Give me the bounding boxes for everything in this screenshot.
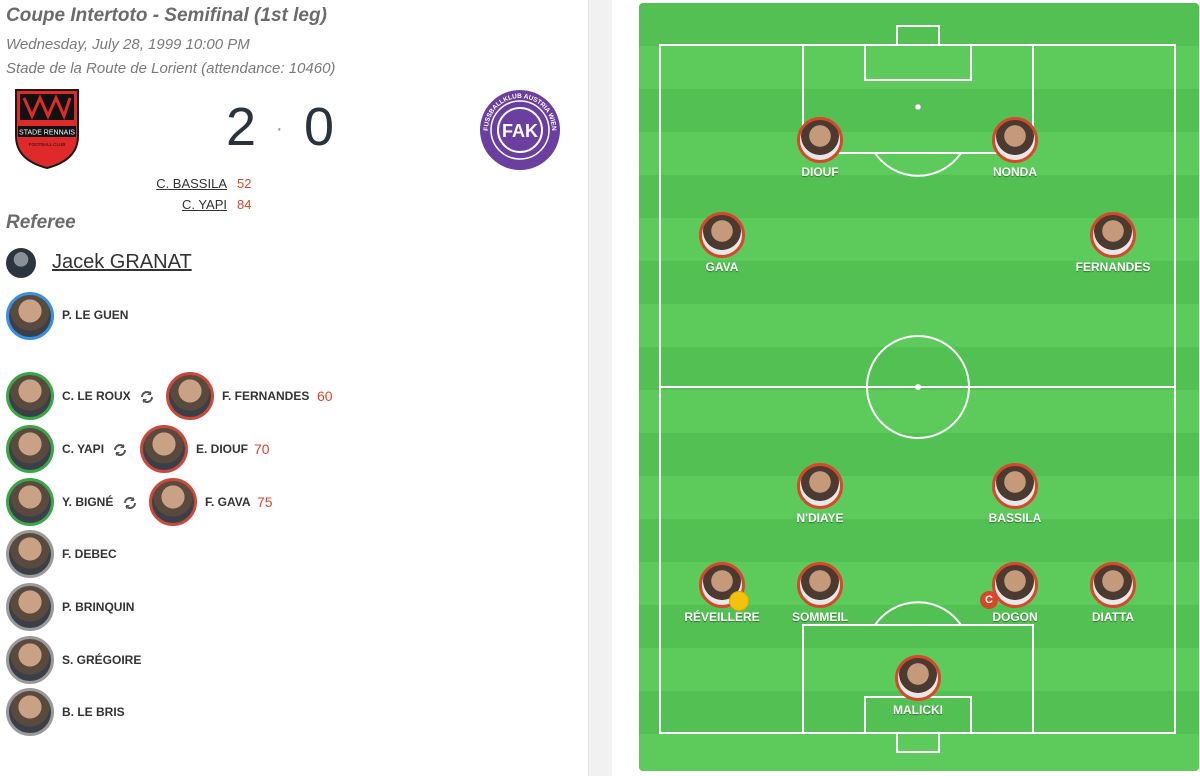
player-name: RÉVEILLERE bbox=[684, 610, 760, 624]
lineup-player[interactable]: FERNANDES bbox=[1076, 212, 1150, 274]
player-name: DIOUF bbox=[801, 165, 839, 179]
sub-off-name[interactable]: E. DIOUF bbox=[196, 442, 249, 456]
bench-avatar[interactable] bbox=[6, 583, 54, 631]
bench-avatar[interactable] bbox=[6, 688, 54, 736]
player-avatar bbox=[797, 562, 843, 608]
bench-player-name[interactable]: F. DEBEC bbox=[62, 547, 117, 561]
goal-row: C. BASSILA 52 bbox=[0, 176, 260, 192]
lineup-player[interactable]: MALICKI bbox=[893, 655, 943, 717]
lineup-panel: DIOUF NONDA GAVA FERNANDES N'DIAYE BASSI… bbox=[612, 0, 1200, 776]
svg-text:FOOTBALL CLUB: FOOTBALL CLUB bbox=[29, 142, 66, 147]
lineup-player[interactable]: DIATTA bbox=[1090, 562, 1136, 624]
score-separator: · bbox=[276, 118, 283, 140]
football-pitch: DIOUF NONDA GAVA FERNANDES N'DIAYE BASSI… bbox=[639, 3, 1199, 771]
substitution-icon bbox=[124, 497, 136, 509]
sub-in-name[interactable]: Y. BIGNÉ bbox=[62, 495, 114, 509]
player-avatar bbox=[797, 463, 843, 509]
lineup-player[interactable]: GAVA bbox=[699, 212, 745, 274]
player-avatar bbox=[699, 212, 745, 258]
match-venue: Stade de la Route de Lorient (attendance… bbox=[6, 60, 336, 77]
lineup-player[interactable]: DIOUF bbox=[797, 117, 843, 179]
player-avatar bbox=[1090, 562, 1136, 608]
coach-avatar[interactable] bbox=[6, 292, 54, 340]
away-score: 0 bbox=[304, 97, 335, 157]
player-name: SOMMEIL bbox=[792, 610, 848, 624]
sub-in-name[interactable]: C. LE ROUX bbox=[62, 389, 131, 403]
lineup-player[interactable]: RÉVEILLERE bbox=[684, 562, 760, 624]
player-avatar bbox=[992, 463, 1038, 509]
home-score: 2 bbox=[226, 97, 257, 157]
bench-avatar[interactable] bbox=[6, 530, 54, 578]
lineup-player[interactable]: SOMMEIL bbox=[792, 562, 848, 624]
lineup-player[interactable]: N'DIAYE bbox=[796, 463, 844, 525]
competition-title: Coupe Intertoto - Semifinal (1st leg) bbox=[6, 5, 327, 26]
sub-off-avatar[interactable] bbox=[166, 372, 214, 420]
player-name: GAVA bbox=[705, 260, 739, 274]
yellow-card-icon bbox=[729, 591, 749, 611]
player-name: DIATTA bbox=[1091, 610, 1135, 624]
player-name: MALICKI bbox=[893, 703, 943, 717]
sub-in-avatar[interactable] bbox=[6, 425, 54, 473]
match-date: Wednesday, July 28, 1999 10:00 PM bbox=[6, 36, 250, 53]
referee-heading: Referee bbox=[6, 212, 76, 233]
bench-avatar[interactable] bbox=[6, 636, 54, 684]
bench-player-name[interactable]: S. GRÉGOIRE bbox=[62, 653, 142, 667]
substitution-icon bbox=[114, 444, 126, 456]
player-avatar bbox=[992, 562, 1038, 608]
lineup-player[interactable]: BASSILA bbox=[989, 463, 1041, 525]
goal-minute: 52 bbox=[237, 176, 252, 191]
sub-off-avatar[interactable] bbox=[149, 478, 197, 526]
lineup-player[interactable]: DOGON C bbox=[980, 562, 1038, 624]
sub-off-name[interactable]: F. GAVA bbox=[205, 495, 251, 509]
player-name: BASSILA bbox=[988, 511, 1042, 525]
captain-badge-icon: C bbox=[980, 591, 998, 609]
player-avatar bbox=[992, 117, 1038, 163]
panel-divider bbox=[588, 0, 613, 776]
scoreboard: 2 · 0 bbox=[220, 96, 350, 157]
player-name: N'DIAYE bbox=[796, 511, 844, 525]
substitution-icon bbox=[141, 391, 153, 403]
goal-minute: 84 bbox=[237, 197, 252, 212]
player-avatar bbox=[1090, 212, 1136, 258]
player-name: NONDA bbox=[993, 165, 1037, 179]
coach-name[interactable]: P. LE GUEN bbox=[62, 308, 129, 322]
bench-player-name[interactable]: P. BRINQUIN bbox=[62, 600, 135, 614]
sub-in-avatar[interactable] bbox=[6, 372, 54, 420]
svg-text:STADE RENNAIS: STADE RENNAIS bbox=[19, 130, 75, 137]
sub-minute: 60 bbox=[317, 388, 333, 404]
goal-scorer-link[interactable]: C. YAPI bbox=[181, 197, 227, 212]
player-name: FERNANDES bbox=[1075, 260, 1151, 274]
sub-off-name[interactable]: F. FERNANDES bbox=[222, 389, 310, 403]
home-team-crest[interactable]: STADE RENNAIS FOOTBALL CLUB bbox=[10, 86, 84, 170]
player-avatar bbox=[895, 655, 941, 701]
goal-row: C. YAPI 84 bbox=[0, 197, 260, 213]
sub-in-name[interactable]: C. YAPI bbox=[62, 442, 105, 456]
sub-in-avatar[interactable] bbox=[6, 478, 54, 526]
pitch-markings bbox=[639, 3, 1199, 771]
match-info-panel: Coupe Intertoto - Semifinal (1st leg) We… bbox=[0, 0, 588, 776]
referee-avatar bbox=[6, 248, 36, 278]
sub-minute: 75 bbox=[257, 494, 273, 510]
rennes-crest-icon: STADE RENNAIS FOOTBALL CLUB bbox=[15, 89, 79, 170]
bench-player-name[interactable]: B. LE BRIS bbox=[62, 705, 125, 719]
goal-scorer-link[interactable]: C. BASSILA bbox=[156, 176, 227, 191]
sub-minute: 70 bbox=[254, 441, 270, 457]
lineup-player[interactable]: NONDA bbox=[992, 117, 1038, 179]
player-name: DOGON bbox=[992, 610, 1038, 624]
player-avatar bbox=[797, 117, 843, 163]
referee-name-link[interactable]: Jacek GRANAT bbox=[52, 251, 192, 273]
svg-text:FAK: FAK bbox=[502, 121, 538, 141]
away-team-crest[interactable]: FAK FUSSBALLKLUB AUSTRIA WIEN bbox=[478, 88, 562, 172]
player-avatar bbox=[699, 562, 745, 608]
austria-wien-crest-icon: FAK FUSSBALLKLUB AUSTRIA WIEN bbox=[480, 90, 560, 170]
sub-off-avatar[interactable] bbox=[140, 425, 188, 473]
